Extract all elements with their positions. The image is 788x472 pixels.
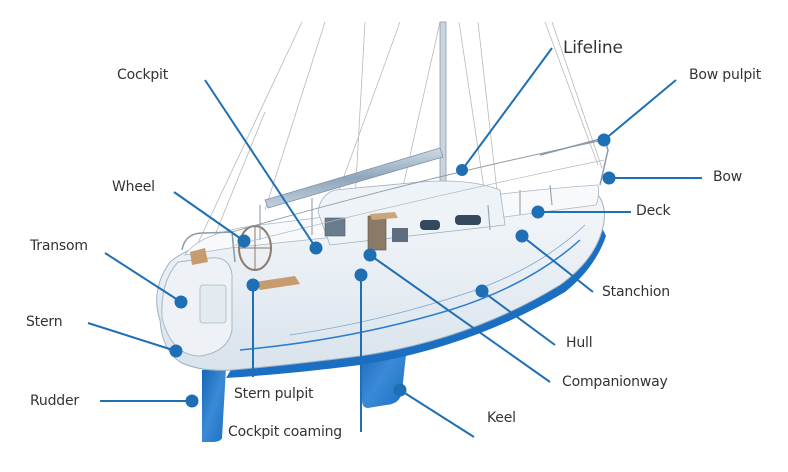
- label-stern-pulpit: Stern pulpit: [234, 386, 314, 402]
- label-companionway: Companionway: [562, 374, 668, 390]
- label-bow-pulpit: Bow pulpit: [689, 67, 761, 83]
- label-transom: Transom: [30, 238, 88, 254]
- label-stern: Stern: [26, 314, 63, 330]
- label-rudder: Rudder: [30, 393, 79, 409]
- label-cockpit: Cockpit: [117, 67, 169, 83]
- companionway-hatch: [367, 215, 387, 251]
- hull-bottom-stripe: [226, 228, 606, 378]
- label-keel: Keel: [487, 410, 516, 426]
- cabin: [317, 180, 506, 246]
- callout-leaders: [87, 47, 702, 438]
- stanchions: [259, 184, 553, 240]
- label-deck: Deck: [636, 203, 671, 219]
- boom: [264, 147, 444, 209]
- transom-face: [161, 257, 233, 357]
- label-cockpit-coaming: Cockpit coaming: [228, 424, 342, 440]
- rigging: [189, 21, 603, 261]
- rudder-shape: [202, 368, 226, 442]
- boot-stripe: [239, 239, 581, 351]
- mast: [439, 21, 447, 208]
- label-bow: Bow: [713, 169, 743, 185]
- label-lifeline: Lifeline: [563, 38, 623, 58]
- label-hull: Hull: [566, 335, 593, 351]
- label-wheel: Wheel: [112, 179, 155, 195]
- stern-pulpit-rail: [181, 231, 236, 263]
- label-stanchion: Stanchion: [602, 284, 670, 300]
